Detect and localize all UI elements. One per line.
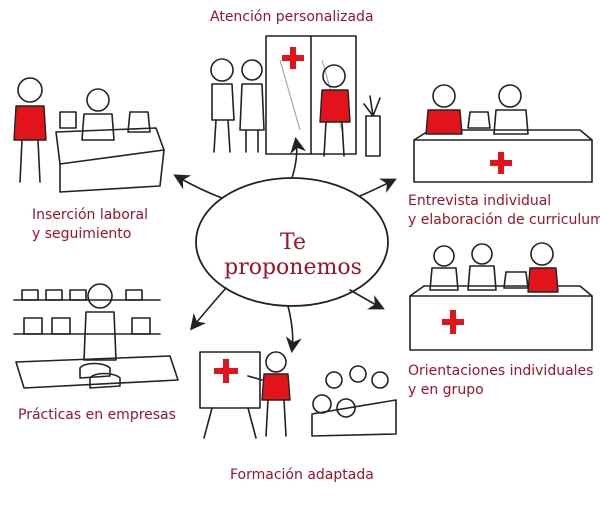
orientaciones-illustration bbox=[409, 242, 593, 351]
arrow-to-formacion bbox=[285, 305, 302, 354]
label-entrevista-line2: y elaboración de curriculum bbox=[408, 212, 600, 228]
center-label: Te proponemos bbox=[224, 230, 362, 280]
label-orientaciones-line2: y en grupo bbox=[408, 382, 484, 398]
arrow-to-practicas bbox=[190, 287, 227, 331]
formacion-illustration bbox=[199, 351, 397, 439]
arrow-to-orientaciones bbox=[349, 289, 385, 310]
label-entrevista-line1: Entrevista individual bbox=[408, 193, 552, 209]
label-insercion-line1: Inserción laboral bbox=[32, 207, 148, 223]
atencion-illustration bbox=[210, 35, 381, 157]
arrow-to-entrevista bbox=[359, 178, 397, 197]
label-orientaciones-line1: Orientaciones individuales bbox=[408, 363, 594, 379]
practicas-illustration bbox=[13, 283, 179, 389]
entrevista-illustration bbox=[413, 84, 593, 183]
label-formacion: Formación adaptada bbox=[230, 467, 374, 483]
label-atencion: Atención personalizada bbox=[210, 9, 374, 25]
label-insercion-line2: y seguimiento bbox=[32, 226, 132, 242]
insercion-illustration bbox=[13, 77, 165, 193]
arrow-to-atencion bbox=[290, 136, 306, 179]
label-practicas: Prácticas en empresas bbox=[18, 407, 176, 423]
arrow-to-insercion bbox=[173, 174, 223, 199]
